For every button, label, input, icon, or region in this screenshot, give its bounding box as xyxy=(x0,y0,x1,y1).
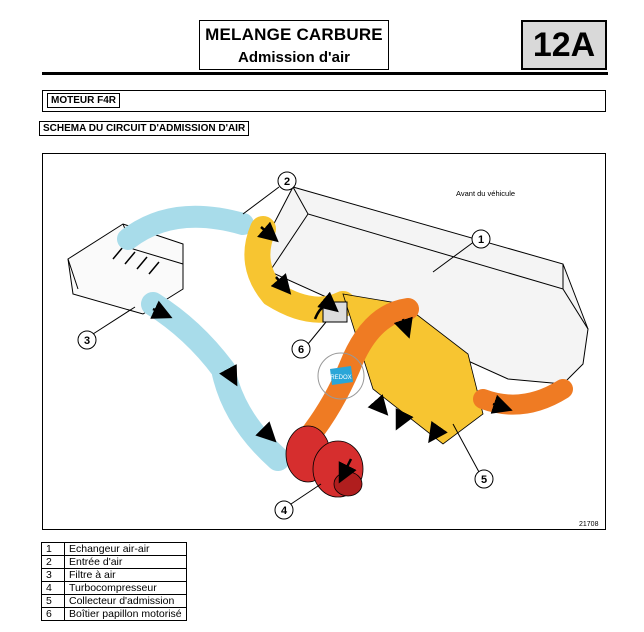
legend-label: Echangeur air-air xyxy=(64,542,187,556)
legend-number: 6 xyxy=(41,607,65,621)
redox-marker: REDOX xyxy=(317,352,365,400)
flow-arrows xyxy=(150,221,513,484)
turbo-shape xyxy=(285,425,364,498)
diagram-drawing: REDOX Avant du véhicule 1 xyxy=(67,171,599,528)
legend-number: 3 xyxy=(41,568,65,582)
page-title: MELANGE CARBURE xyxy=(205,25,383,44)
callout-1: 1 xyxy=(432,229,491,273)
redox-label: REDOX xyxy=(330,375,351,381)
page-subtitle: Admission d'air xyxy=(238,49,350,66)
intercooler-shape xyxy=(252,186,589,385)
legend-label: Filtre à air xyxy=(64,568,187,582)
title-box: MELANGE CARBURE Admission d'air xyxy=(199,20,389,70)
legend-label: Boîtier papillon motorisé xyxy=(64,607,187,621)
svg-text:5: 5 xyxy=(481,474,487,486)
engine-label: MOTEUR F4R xyxy=(47,93,120,108)
legend-number: 1 xyxy=(41,542,65,556)
callout-6: 6 xyxy=(291,321,327,359)
legend-number: 5 xyxy=(41,594,65,608)
svg-text:2: 2 xyxy=(284,176,290,188)
legend-label: Turbocompresseur xyxy=(64,581,187,595)
front-of-vehicle-label: Avant du véhicule xyxy=(456,189,515,198)
air-intake-diagram: REDOX Avant du véhicule 1 xyxy=(42,153,606,530)
callout-4: 4 xyxy=(274,483,322,520)
figure-reference-number: 21708 xyxy=(579,521,599,528)
svg-text:4: 4 xyxy=(281,505,288,517)
legend-label: Collecteur d'admission xyxy=(64,594,187,608)
chapter-badge: 12A xyxy=(521,20,607,70)
legend-number: 4 xyxy=(41,581,65,595)
callout-5: 5 xyxy=(452,423,494,489)
legend-label: Entrée d'air xyxy=(64,555,187,569)
callout-2: 2 xyxy=(242,171,297,215)
svg-text:3: 3 xyxy=(84,335,90,347)
header-divider xyxy=(42,72,608,75)
svg-text:6: 6 xyxy=(298,344,304,356)
callout-3: 3 xyxy=(77,306,136,350)
legend-number: 2 xyxy=(41,555,65,569)
engine-section: MOTEUR F4R xyxy=(42,90,606,112)
schema-heading: SCHEMA DU CIRCUIT D'ADMISSION D'AIR xyxy=(39,121,250,136)
svg-text:1: 1 xyxy=(478,234,484,246)
